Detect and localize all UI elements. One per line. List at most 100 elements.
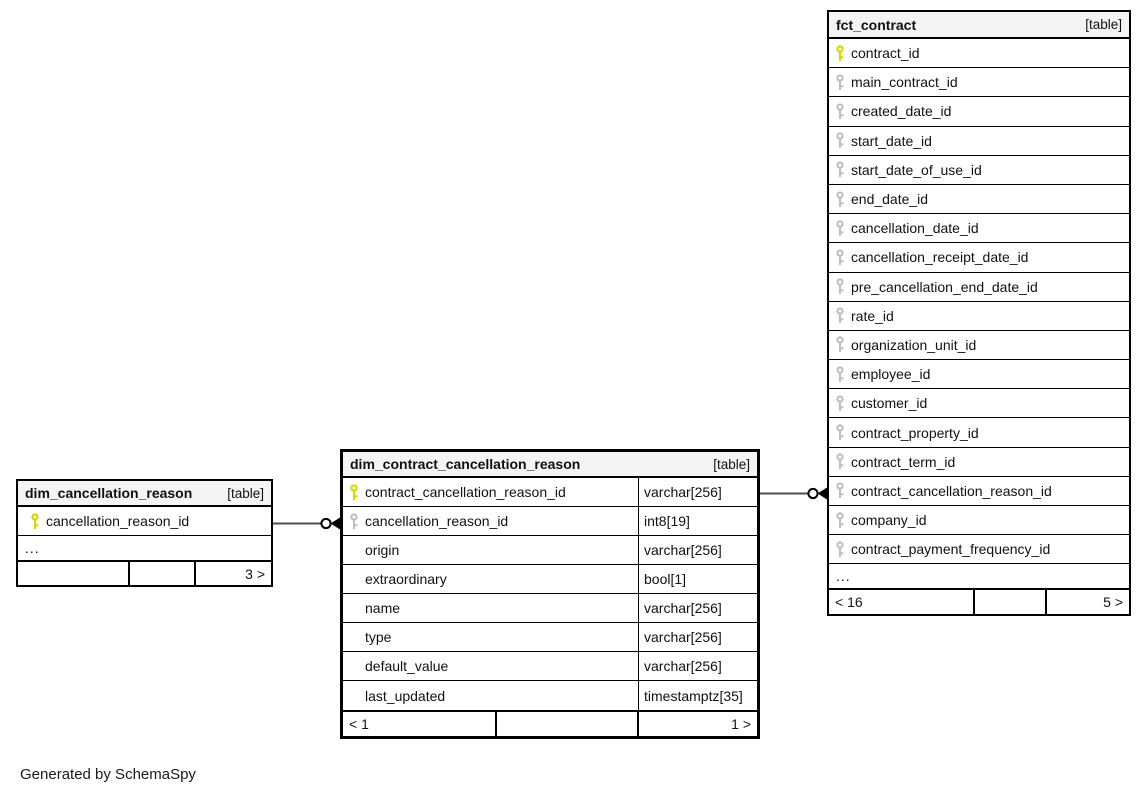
column-row-contract_cancellation_reason_id[interactable]: contract_cancellation_reason_id <box>829 476 1129 506</box>
column-row-main_contract_id[interactable]: main_contract_id <box>829 68 1129 98</box>
column-type: int8[19] <box>638 507 757 535</box>
column-row-cancellation_date_id[interactable]: cancellation_date_id <box>829 214 1129 244</box>
table-dim_cancellation_reason: dim_cancellation_reason [table] cancella… <box>16 479 273 587</box>
column-name: rate_id <box>851 307 894 324</box>
column-row-contract_cancellation_reason_id[interactable]: contract_cancellation_reason_id varchar[2… <box>343 478 757 507</box>
foreign-key-icon <box>829 395 851 412</box>
column-row-name[interactable]: name varchar[256] <box>343 594 757 623</box>
foreign-key-icon <box>829 220 851 237</box>
column-row-organization_unit_id[interactable]: organization_unit_id <box>829 330 1129 361</box>
column-row-extraordinary[interactable]: extraordinary bool[1] <box>343 565 757 594</box>
column-row-pre_cancellation_end_date_id[interactable]: pre_cancellation_end_date_id <box>829 272 1129 302</box>
foreign-key-icon <box>829 190 851 208</box>
column-row-employee_id[interactable]: employee_id <box>829 360 1129 390</box>
footer-cell-empty <box>495 712 637 736</box>
column-row-type[interactable]: type varchar[256] <box>343 623 757 652</box>
relationship-edge-cancellation-reason <box>273 517 340 530</box>
table-footer: < 1 1 > <box>343 710 757 736</box>
generated-by-note: Generated by SchemaSpy <box>20 766 196 783</box>
column-name: name <box>365 600 401 616</box>
foreign-key-icon <box>829 336 851 353</box>
table-title[interactable]: dim_contract_cancellation_reason <box>350 456 581 472</box>
column-row-contract_term_id[interactable]: contract_term_id <box>829 447 1129 477</box>
table-footer: < 16 5 > <box>829 588 1129 615</box>
table-fct_contract: fct_contract [table] contract_id main_con… <box>827 10 1131 617</box>
column-row-origin[interactable]: origin varchar[256] <box>343 536 757 565</box>
foreign-key-icon <box>829 103 851 120</box>
column-name: employee_id <box>851 366 931 383</box>
foreign-key-icon <box>829 424 851 441</box>
foreign-key-icon <box>829 511 851 529</box>
column-name: default_value <box>365 658 449 674</box>
column-name: contract_term_id <box>851 453 956 470</box>
table-header: fct_contract [table] <box>829 12 1129 39</box>
footer-relationship-count[interactable]: 1 > <box>637 712 757 736</box>
table-title[interactable]: dim_cancellation_reason <box>25 485 193 501</box>
column-type: varchar[256] <box>638 536 757 564</box>
foreign-key-icon <box>829 453 851 470</box>
column-type: varchar[256] <box>638 652 757 680</box>
column-name: type <box>365 629 392 645</box>
column-row-start_date_of_use_id[interactable]: start_date_of_use_id <box>829 155 1129 185</box>
column-row-created_date_id[interactable]: created_date_id <box>829 97 1129 127</box>
column-row-default_value[interactable]: default_value varchar[256] <box>343 652 757 681</box>
column-row-contract_id[interactable]: contract_id <box>829 39 1129 69</box>
column-name: company_id <box>851 512 927 529</box>
more-columns-row[interactable]: ... <box>18 536 271 560</box>
table-title[interactable]: fct_contract <box>836 16 917 33</box>
column-name: pre_cancellation_end_date_id <box>851 278 1038 295</box>
column-row-contract_property_id[interactable]: contract_property_id <box>829 418 1129 448</box>
column-name: organization_unit_id <box>851 336 977 353</box>
footer-relationship-count[interactable]: < 1 <box>349 716 369 732</box>
column-name: end_date_id <box>851 191 929 208</box>
footer-relationship-count[interactable]: 5 > <box>1045 590 1129 615</box>
column-row-start_date_id[interactable]: start_date_id <box>829 126 1129 156</box>
column-name: main_contract_id <box>851 74 958 91</box>
column-name: created_date_id <box>851 103 952 120</box>
footer-cell-empty <box>973 590 1045 615</box>
footer-relationship-count[interactable]: 3 > <box>194 562 271 585</box>
foreign-key-icon <box>829 74 851 91</box>
column-row-company_id[interactable]: company_id <box>829 506 1129 536</box>
column-name: customer_id <box>851 395 928 412</box>
column-name: cancellation_reason_id <box>46 513 190 529</box>
column-type: bool[1] <box>638 565 757 593</box>
more-columns-row[interactable]: ... <box>829 564 1129 589</box>
foreign-key-icon <box>829 132 851 149</box>
column-row-customer_id[interactable]: customer_id <box>829 389 1129 419</box>
column-name: contract_property_id <box>851 424 979 441</box>
foreign-key-icon <box>829 482 851 499</box>
column-name: extraordinary <box>365 571 447 587</box>
column-row-end_date_id[interactable]: end_date_id <box>829 184 1129 215</box>
column-row-contract_payment_frequency_id[interactable]: contract_payment_frequency_id <box>829 535 1129 565</box>
primary-key-icon <box>829 44 851 62</box>
footer-cell-empty <box>128 562 194 585</box>
column-name: start_date_of_use_id <box>851 161 982 178</box>
column-type: varchar[256] <box>638 623 757 651</box>
column-name: last_updated <box>365 687 446 704</box>
column-type: timestamptz[35] <box>638 681 757 710</box>
foreign-key-icon <box>829 249 851 266</box>
column-type: varchar[256] <box>638 594 757 622</box>
relationship-edge-contract-cancellation-reason <box>760 487 827 500</box>
column-row-cancellation_reason_id[interactable]: cancellation_reason_id int8[19] <box>343 507 757 536</box>
foreign-key-icon <box>829 366 851 383</box>
table-footer: 3 > <box>18 560 271 585</box>
column-name: start_date_id <box>851 132 932 149</box>
footer-cell-empty <box>18 562 128 585</box>
column-row-rate_id[interactable]: rate_id <box>829 301 1129 331</box>
column-name: contract_id <box>851 45 920 62</box>
column-name: cancellation_reason_id <box>365 513 509 529</box>
table-tag: [table] <box>1085 17 1122 32</box>
column-name: contract_cancellation_reason_id <box>365 484 566 500</box>
foreign-key-icon <box>829 278 851 295</box>
column-row-cancellation_receipt_date_id[interactable]: cancellation_receipt_date_id <box>829 243 1129 273</box>
column-row-last_updated[interactable]: last_updated timestamptz[35] <box>343 681 757 710</box>
column-name: origin <box>365 542 400 558</box>
column-type: varchar[256] <box>638 478 757 506</box>
column-name: contract_cancellation_reason_id <box>851 482 1052 499</box>
column-row-cancellation_reason_id[interactable]: cancellation_reason_id <box>18 507 271 536</box>
table-header: dim_contract_cancellation_reason [table] <box>343 452 757 478</box>
column-name: cancellation_receipt_date_id <box>851 249 1029 266</box>
footer-relationship-count[interactable]: < 16 <box>835 594 863 611</box>
